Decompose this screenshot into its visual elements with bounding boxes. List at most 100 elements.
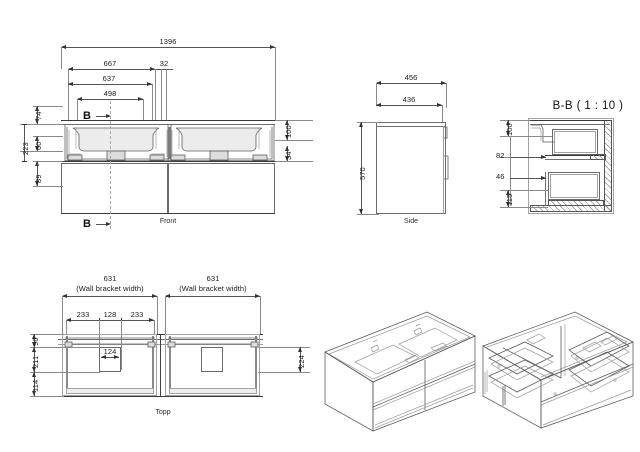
ext-line	[258, 372, 310, 373]
section-drawer-lower	[548, 172, 600, 200]
arrow-up	[32, 347, 36, 352]
ext-line	[275, 120, 313, 121]
ext-line	[66, 320, 67, 334]
dim-line-211	[34, 347, 35, 372]
section-drawer-lower-face	[545, 172, 546, 206]
topp-front-edge	[58, 396, 263, 397]
front-view-label: Front	[159, 218, 177, 225]
dim-436: 436	[402, 95, 416, 104]
dim-100-section: 100	[505, 123, 514, 136]
side-view-label: Side	[403, 218, 419, 225]
arrow-down	[298, 367, 302, 372]
ext-line	[500, 136, 552, 137]
arrow-right	[150, 67, 155, 71]
topp-side-right	[152, 336, 154, 394]
ext-line	[165, 296, 166, 334]
side-handle-notch	[444, 155, 449, 180]
arrow-right	[106, 114, 111, 118]
dim-line-100	[508, 120, 509, 136]
section-drawer-upper-inner	[554, 131, 596, 153]
section-arrow-line	[96, 224, 108, 225]
section-outline	[528, 118, 614, 214]
arrow-down	[35, 119, 39, 124]
arrow-right	[255, 294, 260, 298]
dim-line-100	[287, 120, 288, 140]
topp-compartment-left	[62, 334, 157, 396]
arrow-left	[376, 103, 381, 107]
section-mark-b-top: B	[83, 110, 91, 122]
ext-line	[77, 99, 78, 121]
ext-line	[446, 83, 447, 108]
arrow-left	[68, 82, 73, 86]
ext-line	[500, 120, 530, 121]
side-inner-line	[443, 126, 444, 214]
dim-89: 89	[34, 174, 43, 183]
dim-114: 114	[31, 379, 40, 392]
arrow-right	[270, 45, 275, 49]
cabinet-bottom-edge	[61, 213, 275, 214]
dim-233-left: 233	[76, 310, 90, 319]
side-top-notch	[444, 126, 448, 139]
ext-line	[275, 47, 276, 120]
arrow-down	[359, 209, 363, 214]
arrow-down	[506, 131, 510, 136]
arrow-up	[285, 120, 289, 125]
ext-line	[275, 140, 313, 141]
dim-line-chain	[66, 320, 154, 321]
ext-line	[161, 69, 162, 121]
side-body	[376, 122, 446, 214]
ext-line	[20, 151, 63, 152]
topp-bracket-right	[167, 337, 259, 348]
isometric-cabinet-closed	[324, 311, 476, 432]
dim-line-114	[34, 372, 35, 396]
ext-line	[33, 136, 63, 137]
arrow-right	[541, 176, 546, 180]
drawer-front-right	[168, 163, 275, 214]
dim-667: 667	[103, 59, 117, 68]
arrow-left	[61, 45, 66, 49]
dim-631-left: 631	[103, 274, 117, 283]
dim-line-60	[37, 136, 38, 151]
ext-line	[500, 207, 548, 208]
arrow-left	[68, 67, 73, 71]
arrow-left	[101, 355, 106, 359]
section-runner-lower	[548, 200, 604, 206]
arrow-up	[32, 334, 36, 339]
section-bb-title: B-B ( 1 : 10 )	[552, 100, 624, 112]
ext-line	[157, 296, 158, 334]
dim-96: 96	[31, 337, 40, 346]
dim-637: 637	[102, 74, 116, 83]
left-basin-section	[64, 124, 172, 162]
topp-compartment-right	[165, 334, 260, 396]
arrow-left	[77, 97, 82, 101]
dim-456: 456	[404, 73, 418, 82]
arrow-right	[114, 355, 119, 359]
dim-1396: 1396	[159, 37, 177, 46]
arrow-up	[506, 120, 510, 125]
dim-line-436	[376, 105, 442, 106]
dim-line-32	[155, 69, 173, 70]
dim-32: 32	[159, 59, 169, 68]
dim-line-631-right	[165, 296, 260, 297]
tick	[22, 124, 27, 125]
section-drawer-upper-base2	[545, 159, 605, 160]
arrow-right	[147, 82, 152, 86]
dim-74: 74	[34, 111, 43, 120]
arrow-right	[541, 155, 546, 159]
dim-631-right-note: (Wall bracket width)	[179, 284, 247, 293]
arrow-right	[149, 318, 154, 322]
ext-line	[33, 106, 63, 107]
dim-100: 100	[284, 125, 293, 138]
ext-line	[30, 372, 100, 373]
center-line	[110, 101, 111, 229]
side-counter-line	[376, 126, 446, 127]
dim-631-right: 631	[206, 274, 220, 283]
ext-line	[121, 320, 122, 370]
section-drawer-upper-base	[545, 155, 605, 156]
counter-top-edge	[61, 120, 275, 121]
dim-570: 570	[358, 167, 367, 180]
dim-498: 498	[103, 89, 117, 98]
dim-line-631-left	[62, 296, 157, 297]
dim-line-456	[376, 83, 446, 84]
dim-34: 34	[284, 151, 293, 160]
